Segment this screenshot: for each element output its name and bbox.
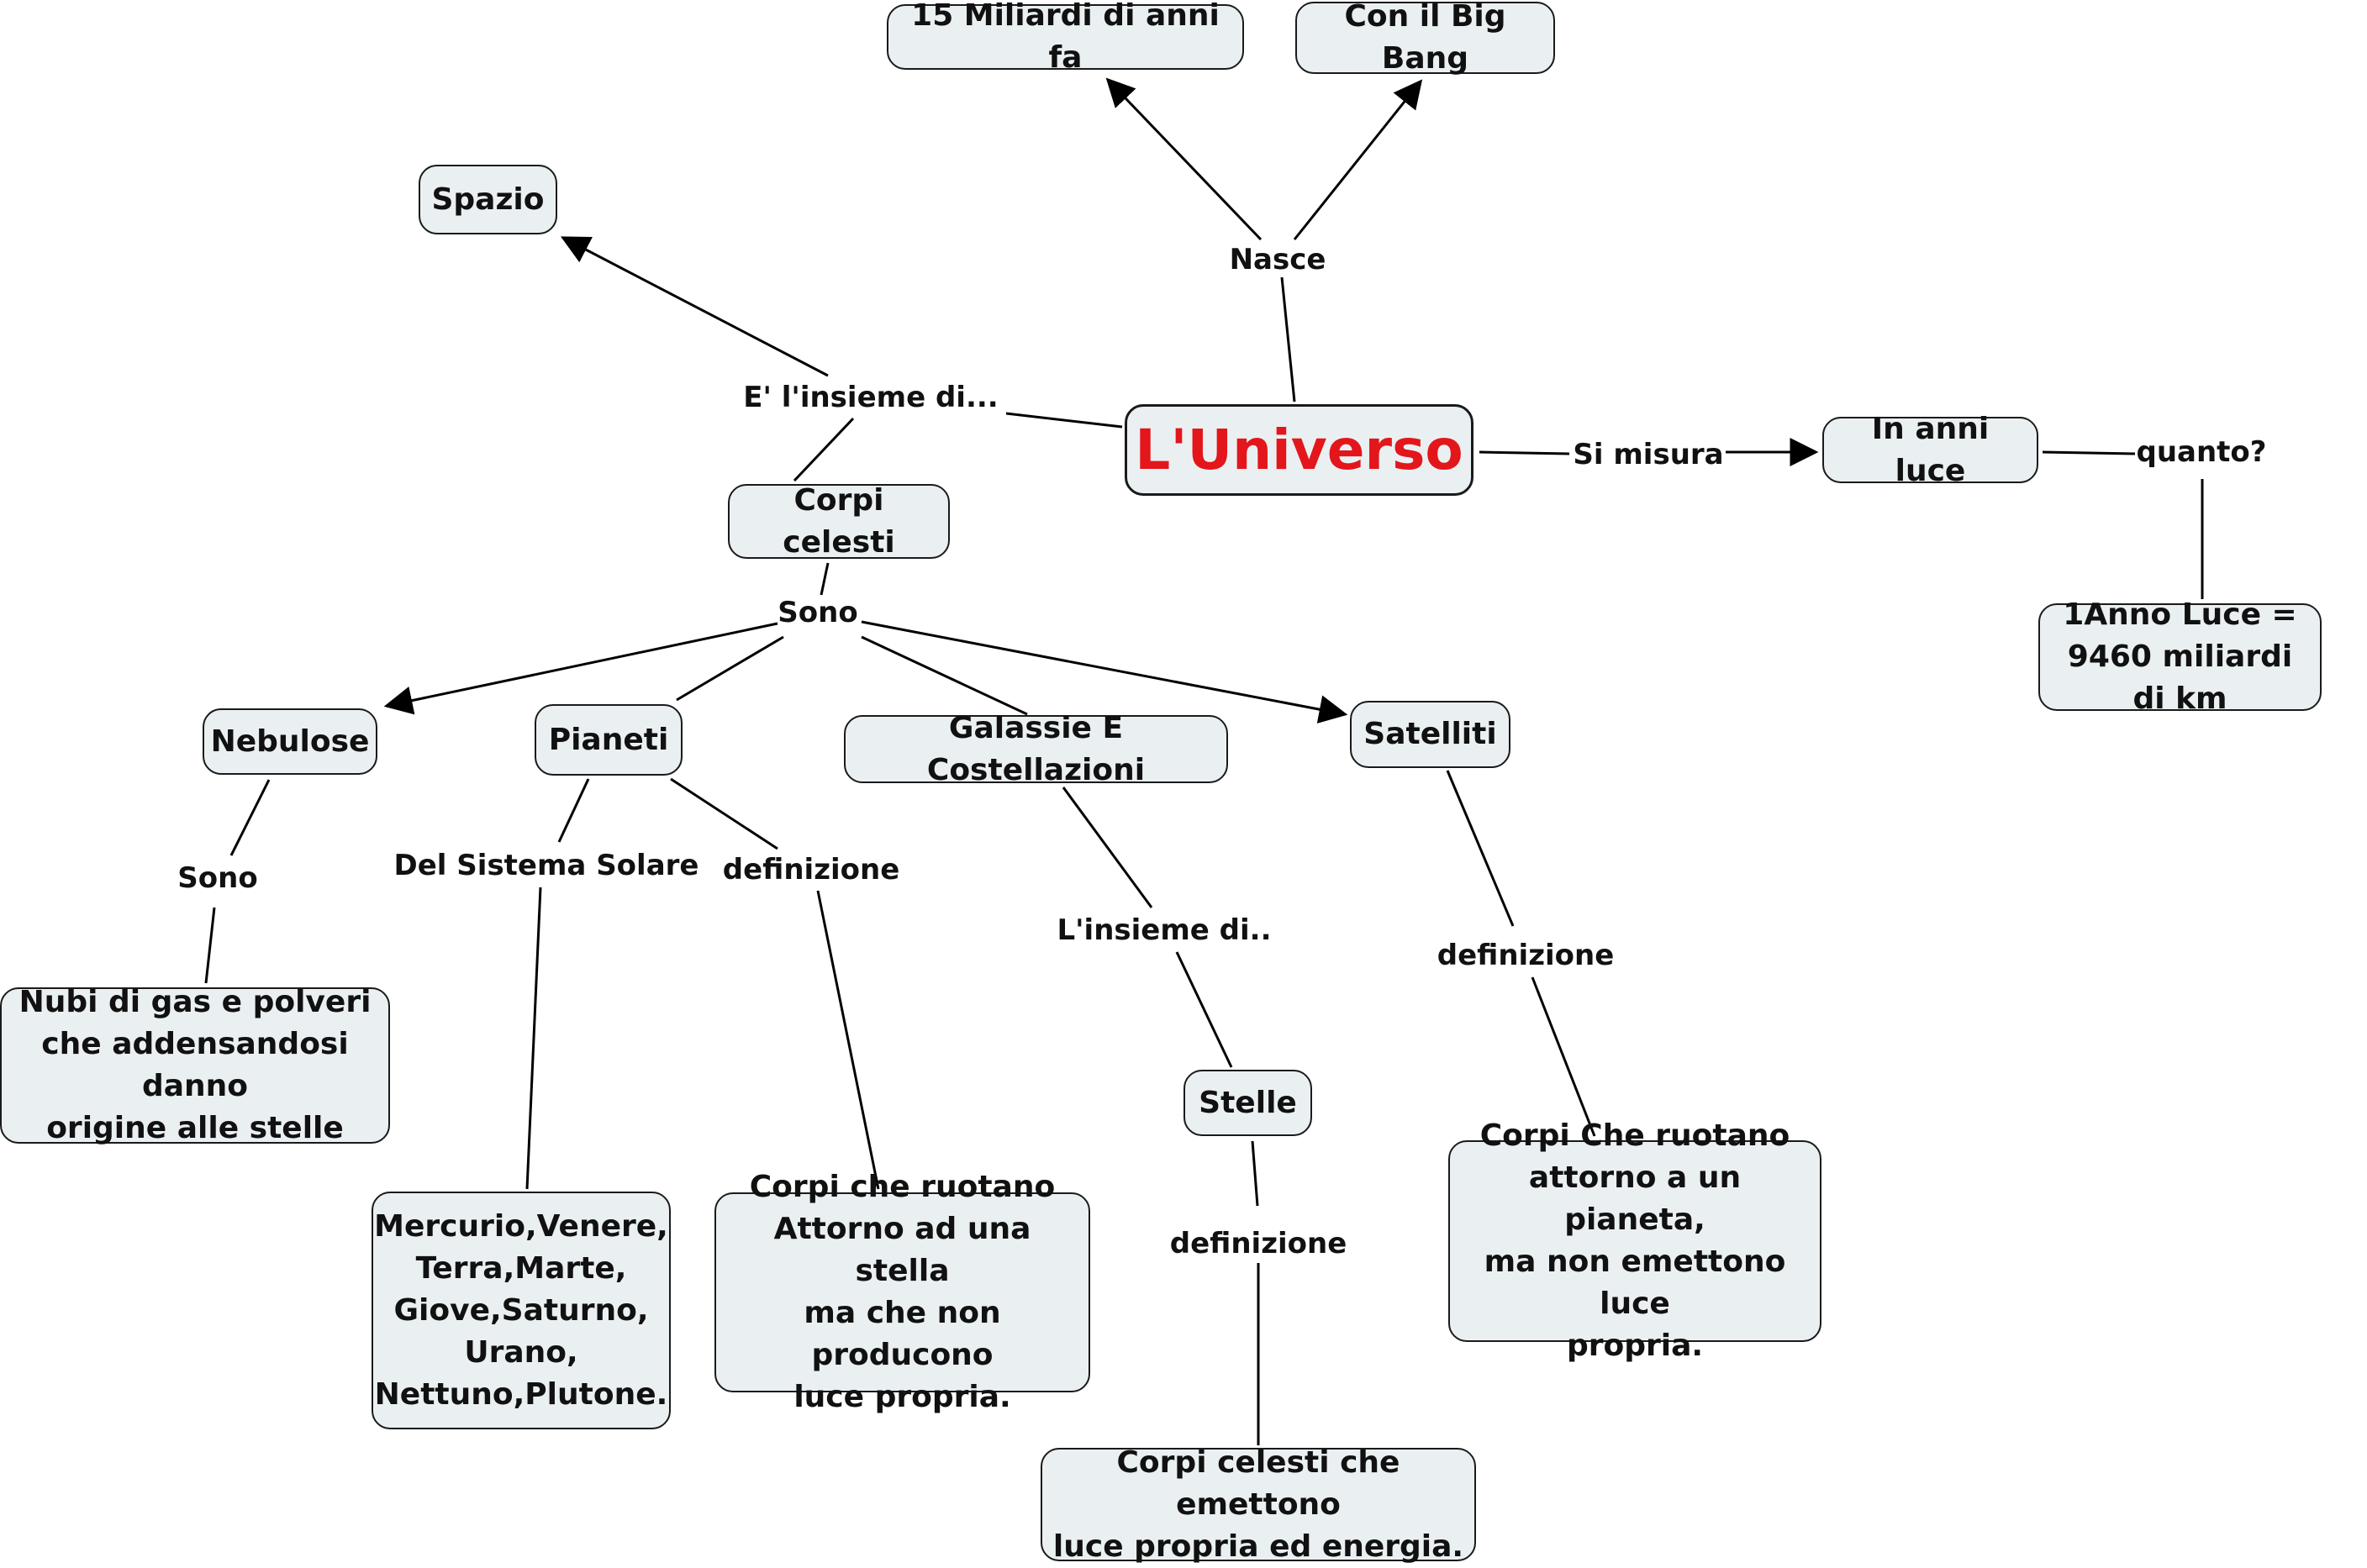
node-nebulose[interactable]: Nebulose: [203, 708, 377, 775]
node-miliardi[interactable]: 15 Miliardi di anni fa: [887, 0, 1244, 75]
node-def-satelliti[interactable]: Corpi Che ruotano attorno a un pianeta, …: [1448, 1118, 1821, 1363]
node-nubi[interactable]: Nubi di gas e polveri che addensandosi d…: [0, 985, 390, 1145]
connector-insieme-corpi: [793, 417, 855, 482]
node-def-pianeti[interactable]: Corpi che ruotano Attorno ad una stella …: [714, 1170, 1090, 1414]
label-si-misura: Si misura: [1573, 438, 1724, 471]
label-insieme: E' l'insieme di...: [743, 381, 999, 414]
node-bigbang[interactable]: Con il Big Bang: [1295, 0, 1555, 76]
label-quanto: quanto?: [2136, 435, 2267, 469]
connector-anniluce-quanto: [2042, 450, 2136, 455]
label-def-satelliti: definizione: [1437, 939, 1615, 972]
connector-nasce-bigbang: [1293, 79, 1423, 240]
connector-insieme-spazio: [560, 236, 829, 377]
node-pianeti[interactable]: Pianeti: [535, 704, 683, 776]
connector-pianeti-sistema: [557, 778, 590, 843]
label-def-pianeti: definizione: [722, 853, 900, 887]
connector-pianeti-def: [670, 777, 778, 850]
label-insieme-di: L'insieme di..: [1057, 913, 1272, 947]
node-elenco-pianeti[interactable]: Mercurio,Venere, Terra,Marte, Giove,Satu…: [372, 1192, 671, 1429]
node-stelle[interactable]: Stelle: [1184, 1070, 1312, 1136]
label-nasce: Nasce: [1229, 243, 1326, 276]
connector-nebulose-sono: [229, 779, 271, 856]
connector-sono-pianeti: [676, 635, 784, 702]
connector-stelle-def: [1251, 1140, 1259, 1207]
connector-insieme-stelle: [1175, 951, 1233, 1068]
node-spazio[interactable]: Spazio: [419, 165, 557, 234]
connector-sono-nebulose: [383, 622, 778, 715]
label-sono-nebulose: Sono: [177, 861, 258, 895]
connector-def-pianeti: [816, 890, 880, 1190]
connector-def-satelliti: [1531, 976, 1596, 1137]
connector-sono-galassie: [861, 635, 1028, 716]
connector-sono-nubi: [204, 907, 216, 984]
node-anno-luce-def[interactable]: 1Anno Luce = 9460 miliardi di km: [2038, 597, 2322, 716]
node-anni-luce[interactable]: In anni luce: [1822, 412, 2038, 488]
node-corpi-celesti[interactable]: Corpi celesti: [728, 483, 950, 560]
connector-satelliti-def: [1446, 770, 1515, 927]
connector-universo-nasce: [1280, 276, 1296, 403]
label-sono: Sono: [778, 596, 858, 629]
node-universo[interactable]: L'Universo: [1125, 404, 1473, 496]
node-satelliti[interactable]: Satelliti: [1350, 701, 1510, 768]
connector-corpi-sono: [820, 562, 830, 596]
connector-nasce-miliardi: [1105, 77, 1263, 241]
connector-galassie-insieme: [1062, 787, 1153, 908]
connector-universo-misura: [1479, 450, 1570, 455]
connector-sono-satelliti: [861, 620, 1348, 723]
connector-universo-insieme: [1005, 412, 1123, 429]
label-sistema-solare: Del Sistema Solare: [393, 849, 699, 882]
label-def-stelle: definizione: [1169, 1227, 1347, 1260]
node-galassie[interactable]: Galassie E Costellazioni: [844, 711, 1228, 787]
node-def-stelle[interactable]: Corpi celesti che emettono luce propria …: [1041, 1445, 1476, 1564]
connector-sistema-elenco: [525, 887, 542, 1190]
